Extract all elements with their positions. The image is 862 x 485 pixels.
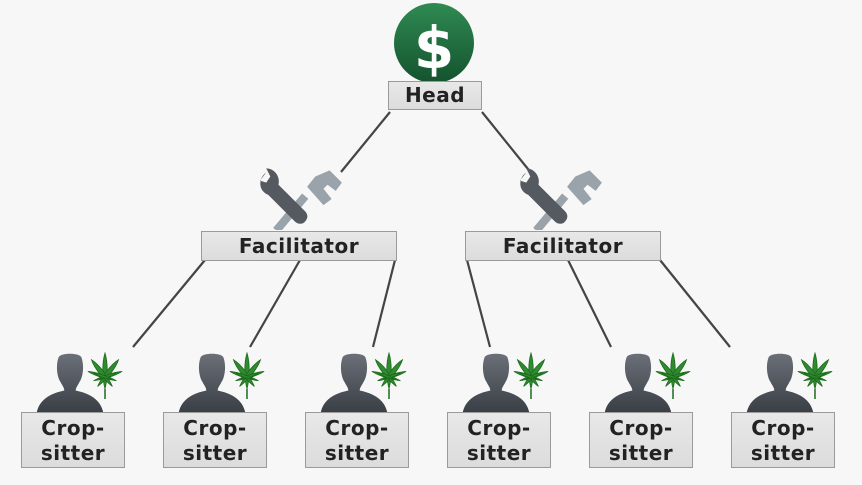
tools-icon	[260, 168, 342, 230]
cannabis-leaf-icon	[370, 352, 408, 400]
facilitator-label: Facilitator	[465, 231, 661, 261]
cropsitter-label-line1: Crop-	[467, 416, 531, 440]
cropsitter-label-line1: Crop-	[183, 416, 247, 440]
tools-icon	[520, 168, 602, 230]
cannabis-leaf-icon	[796, 352, 834, 400]
facilitator-label: Facilitator	[201, 231, 397, 261]
cropsitter-label-line2: sitter	[182, 441, 248, 465]
cropsitter-label: Crop- sitter	[731, 412, 835, 468]
cropsitter-label: Crop- sitter	[305, 412, 409, 468]
cropsitter-icons	[36, 352, 834, 413]
cropsitter-label-line1: Crop-	[609, 416, 673, 440]
cropsitter-label-line2: sitter	[466, 441, 532, 465]
cannabis-leaf-icon	[512, 352, 550, 400]
cropsitter-label-line2: sitter	[750, 441, 816, 465]
cropsitter-label-line1: Crop-	[325, 416, 389, 440]
cropsitter-label: Crop- sitter	[447, 412, 551, 468]
cannabis-leaf-icon	[228, 352, 266, 400]
cropsitter-label-line2: sitter	[40, 441, 106, 465]
svg-text:$: $	[414, 14, 454, 82]
dollar-icon: $	[394, 3, 474, 83]
cropsitter-label-line1: Crop-	[751, 416, 815, 440]
cropsitter-label: Crop- sitter	[163, 412, 267, 468]
cropsitter-label-line1: Crop-	[41, 416, 105, 440]
cropsitter-label-line2: sitter	[608, 441, 674, 465]
connector-lines	[132, 111, 731, 348]
cropsitter-label: Crop- sitter	[589, 412, 693, 468]
cropsitter-label-line2: sitter	[324, 441, 390, 465]
head-label: Head	[388, 81, 482, 110]
cropsitter-label: Crop- sitter	[21, 412, 125, 468]
cannabis-leaf-icon	[86, 352, 124, 400]
cannabis-leaf-icon	[654, 352, 692, 400]
